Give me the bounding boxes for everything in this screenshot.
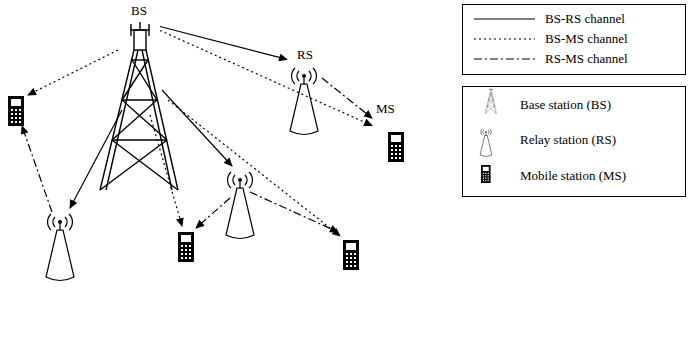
bs-rs-channel [160, 26, 287, 59]
base-station-label: BS [118, 2, 160, 40]
relay-station-label: RS [287, 46, 322, 82]
station-label: RS [297, 48, 313, 62]
legend-text: BS-MS channel [545, 31, 628, 46]
legend-text: RS-MS channel [545, 51, 628, 66]
legend-text: Base station (BS) [520, 97, 611, 112]
station-label: BS [131, 4, 147, 18]
legend-text: Mobile station (MS) [520, 168, 626, 183]
station-label: MS [376, 102, 395, 116]
rs-ms-channel [322, 78, 372, 118]
mobile-station-label: MS [372, 102, 414, 168]
legend-text: BS-RS channel [545, 11, 625, 26]
legend-text: Relay station (RS) [520, 132, 616, 147]
bs-ms-channel [160, 30, 372, 125]
